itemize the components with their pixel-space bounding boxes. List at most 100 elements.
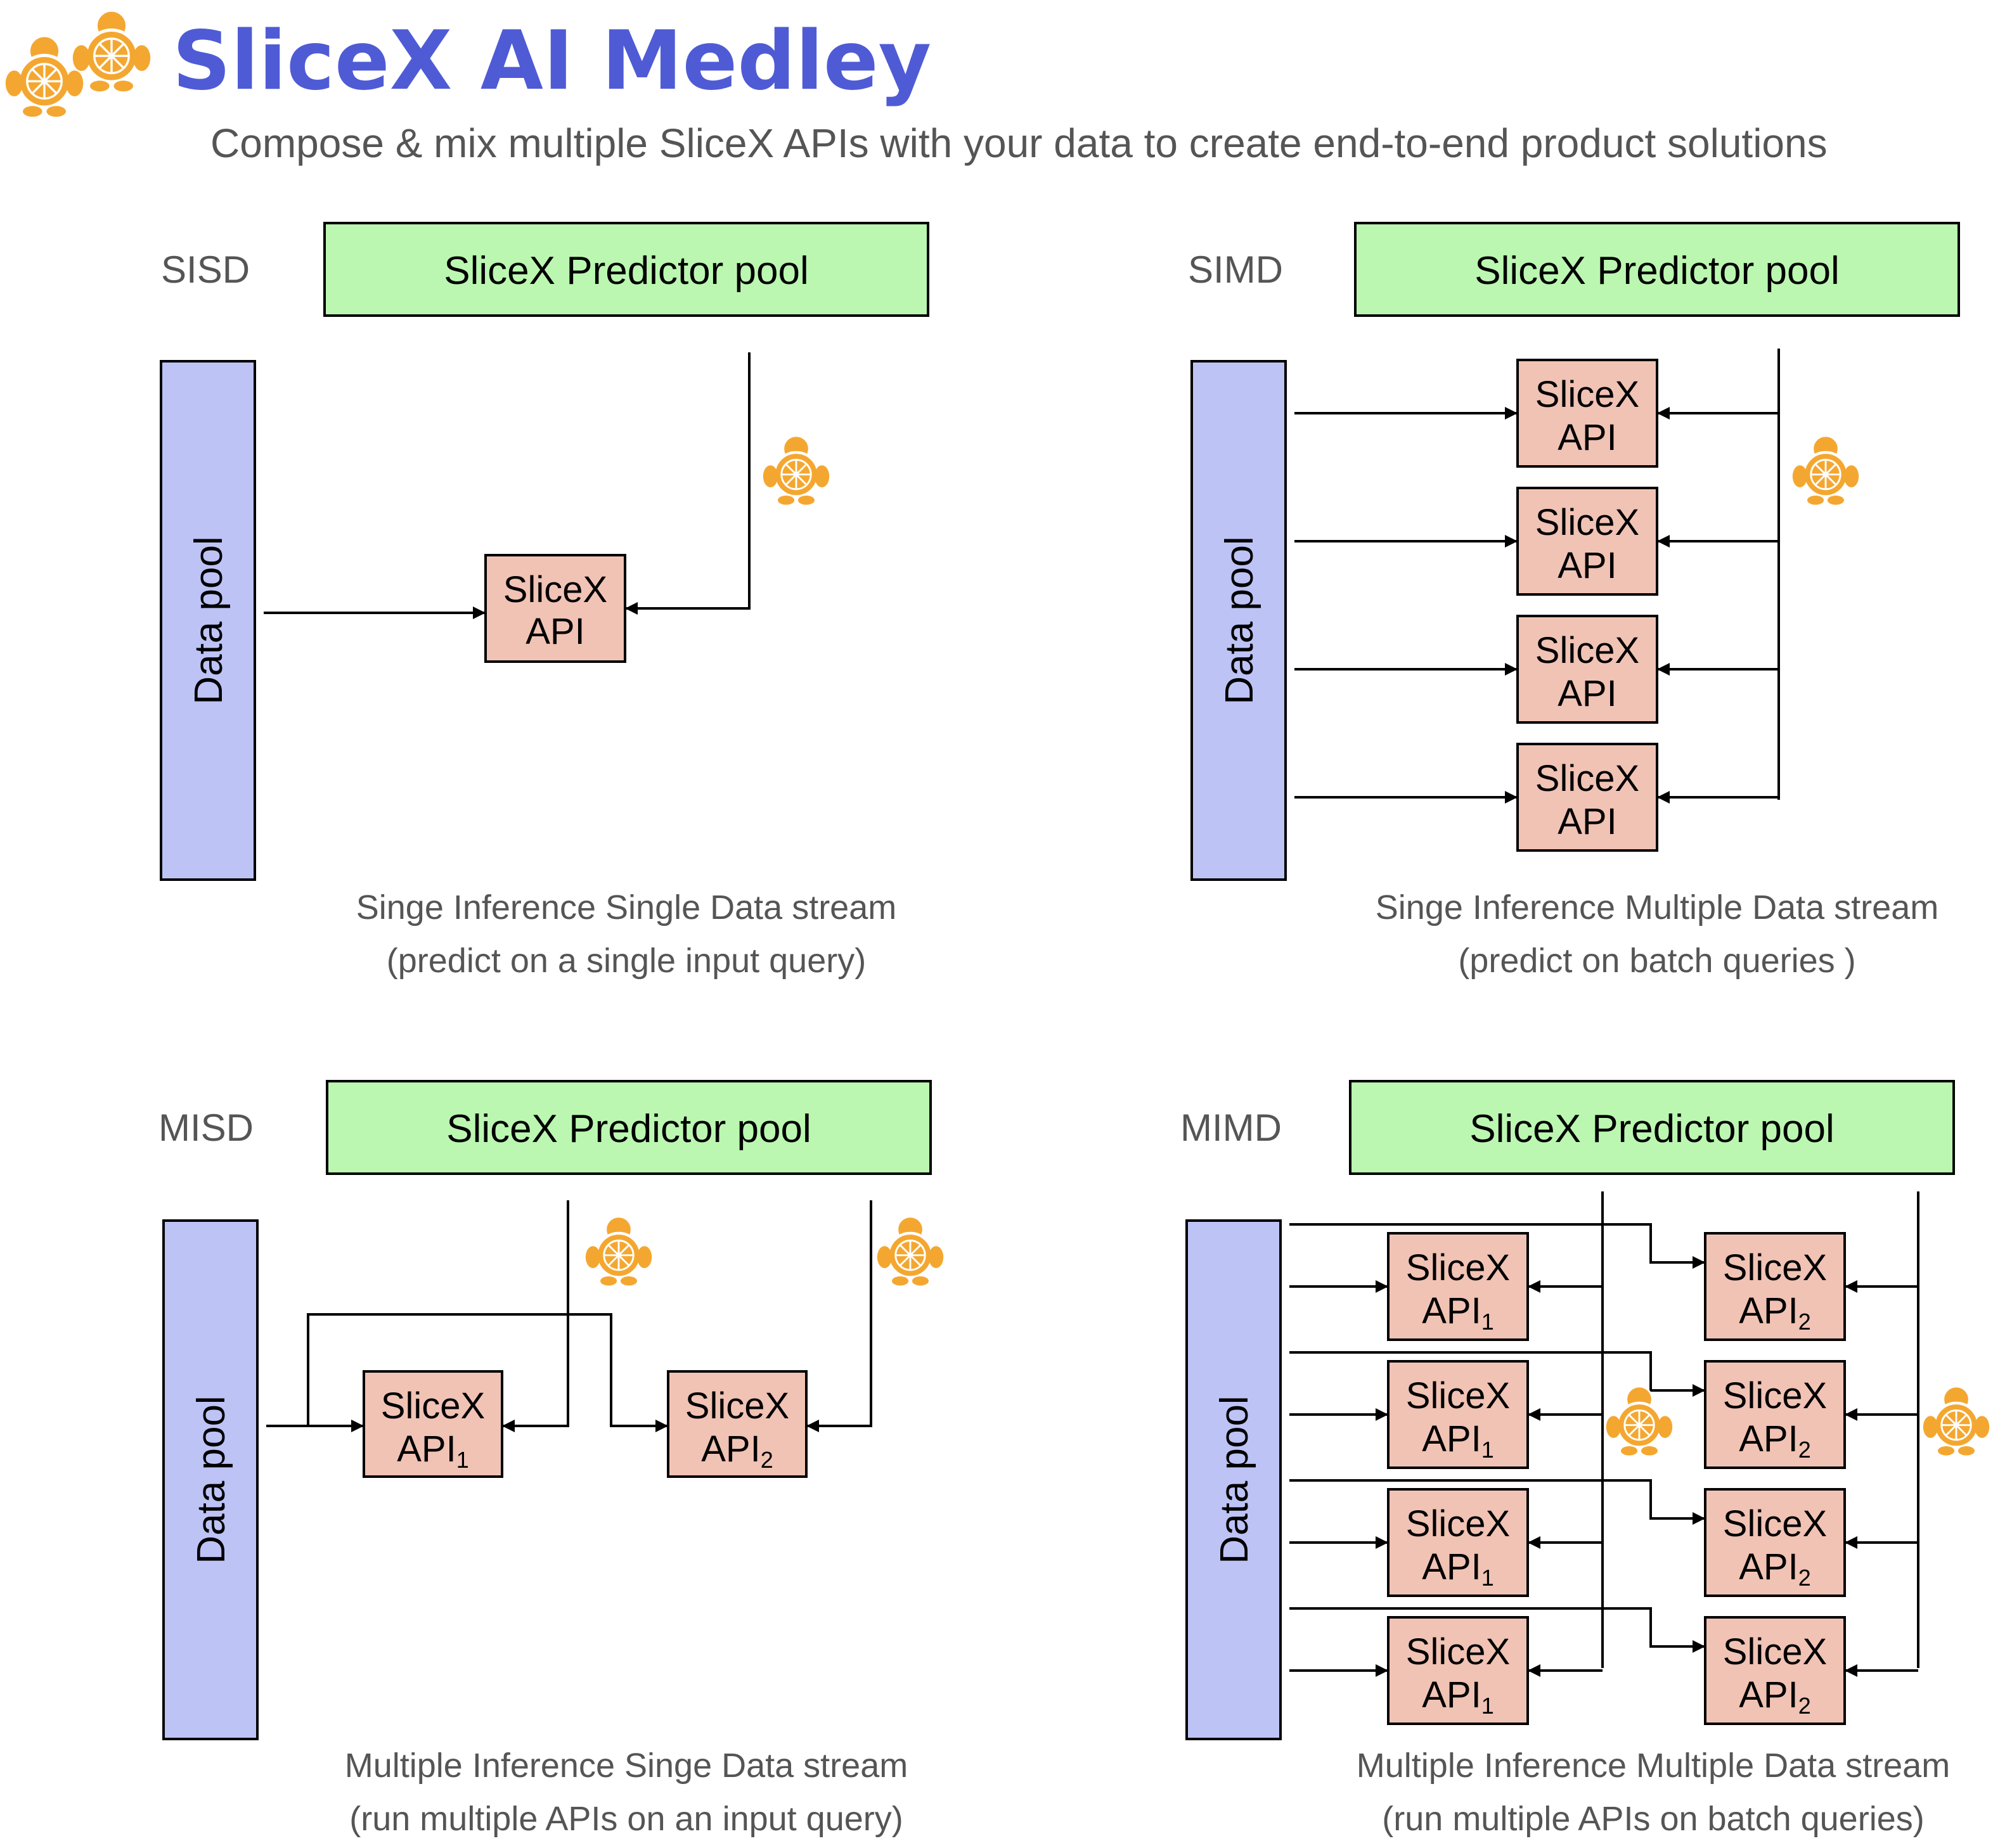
api-group: SliceXAPI1SliceXAPI2SliceXAPI1SliceXAPI2…	[1289, 1223, 1918, 1725]
data-pool-label: Data pool	[1213, 1396, 1256, 1563]
api-label: API	[1558, 673, 1617, 714]
panel-tag: MIMD	[1180, 1107, 1282, 1149]
api-label: SliceX	[1535, 758, 1639, 799]
api2-box	[1704, 1488, 1846, 1597]
api1-box	[1387, 1616, 1529, 1725]
data-pool-label: Data pool	[1218, 536, 1261, 704]
api-label: API	[1558, 801, 1617, 842]
predictor-pool-box	[323, 222, 929, 317]
api-box	[1516, 743, 1658, 852]
panel-misd: MISD SliceX Predictor pool Data pool Sli…	[158, 1080, 943, 1838]
mascot-icon	[73, 11, 150, 92]
api-label: API	[1558, 417, 1617, 458]
mascot-icon	[586, 1217, 652, 1286]
data-pool-box	[162, 1219, 259, 1740]
predictor-pool-box	[326, 1080, 932, 1175]
api-label: API	[526, 611, 585, 652]
panel-tag: MISD	[158, 1107, 254, 1149]
api2-label: SliceX	[1723, 1375, 1827, 1416]
mascot-icon	[1793, 436, 1859, 505]
api-label: SliceX	[1535, 374, 1639, 415]
api1-label: SliceX	[381, 1385, 485, 1427]
data-pool-label: Data pool	[190, 1396, 233, 1563]
panel-caption: Multiple Inference Singe Data stream	[345, 1747, 908, 1785]
panel-sisd: SISD SliceX Predictor pool Data pool Sli…	[160, 222, 929, 980]
data-branch	[307, 1313, 668, 1432]
api2-label: SliceX	[1723, 1247, 1827, 1288]
api1-label: API1	[1422, 1674, 1494, 1719]
mascot-icon	[1606, 1387, 1672, 1456]
api-box	[484, 554, 626, 663]
panel-caption: (run multiple APIs on an input query)	[349, 1800, 903, 1838]
api1-label: SliceX	[1406, 1631, 1510, 1672]
predictor-pool-box	[1349, 1080, 1955, 1175]
panel-caption: Singe Inference Multiple Data stream	[1376, 889, 1938, 927]
api1-box	[1387, 1488, 1529, 1597]
api2-label: SliceX	[1723, 1503, 1827, 1544]
page-title: SliceX AI Medley	[172, 14, 931, 108]
predictor-pool-label: SliceX Predictor pool	[1474, 249, 1840, 293]
data-branch	[1289, 1607, 1705, 1653]
api1-box	[363, 1370, 503, 1478]
predictor-connector	[806, 1200, 872, 1432]
api1-label: API1	[1422, 1546, 1494, 1591]
panel-caption: (predict on batch queries )	[1458, 942, 1855, 980]
mascot-icon	[877, 1217, 943, 1286]
predictor-pool-label: SliceX Predictor pool	[446, 1107, 811, 1151]
panel-tag: SIMD	[1188, 248, 1283, 291]
predictor-connector	[502, 1200, 569, 1432]
api2-box	[1704, 1360, 1846, 1469]
mascot-icon	[1923, 1387, 1989, 1456]
mascot-icon	[763, 436, 829, 505]
api2-label: API2	[1739, 1418, 1811, 1463]
panel-mimd: MIMD SliceX Predictor pool Data pool Sli…	[1180, 1080, 1989, 1838]
api1-box	[1387, 1360, 1529, 1469]
data-pool-label: Data pool	[187, 536, 231, 704]
api1-box	[1387, 1232, 1529, 1341]
mascot-icon	[6, 36, 83, 117]
api2-label: API2	[1739, 1290, 1811, 1335]
api-box	[1516, 359, 1658, 468]
api1-label: SliceX	[1406, 1247, 1510, 1288]
panel-caption: (run multiple APIs on batch queries)	[1382, 1800, 1924, 1838]
api2-label: API2	[1739, 1674, 1811, 1719]
predictor-pool-label: SliceX Predictor pool	[1469, 1107, 1835, 1151]
api1-label: SliceX	[1406, 1503, 1510, 1544]
panel-caption: Multiple Inference Multiple Data stream	[1357, 1747, 1950, 1785]
api2-label: API2	[1739, 1546, 1811, 1591]
data-branch	[1289, 1479, 1705, 1525]
api2-box	[1704, 1616, 1846, 1725]
predictor-pool-box	[1354, 222, 1960, 317]
predictor-connector	[625, 352, 751, 615]
panel-caption: Singe Inference Single Data stream	[356, 889, 896, 927]
api-label: SliceX	[1535, 502, 1639, 543]
data-pool-box	[160, 360, 256, 881]
data-pool-box	[1185, 1219, 1282, 1740]
api1-label: API1	[1422, 1290, 1494, 1335]
data-branch	[1289, 1351, 1705, 1397]
api1-label: API1	[397, 1428, 469, 1473]
page-subtitle: Compose & mix multiple SliceX APIs with …	[210, 120, 1828, 166]
api-label: SliceX	[1535, 630, 1639, 671]
panel-tag: SISD	[161, 248, 250, 291]
api2-label: API2	[701, 1428, 773, 1473]
api1-label: API1	[1422, 1418, 1494, 1463]
logo	[6, 11, 150, 117]
panel-caption: (predict on a single input query)	[387, 942, 866, 980]
api1-label: SliceX	[1406, 1375, 1510, 1416]
api2-label: SliceX	[1723, 1631, 1827, 1672]
